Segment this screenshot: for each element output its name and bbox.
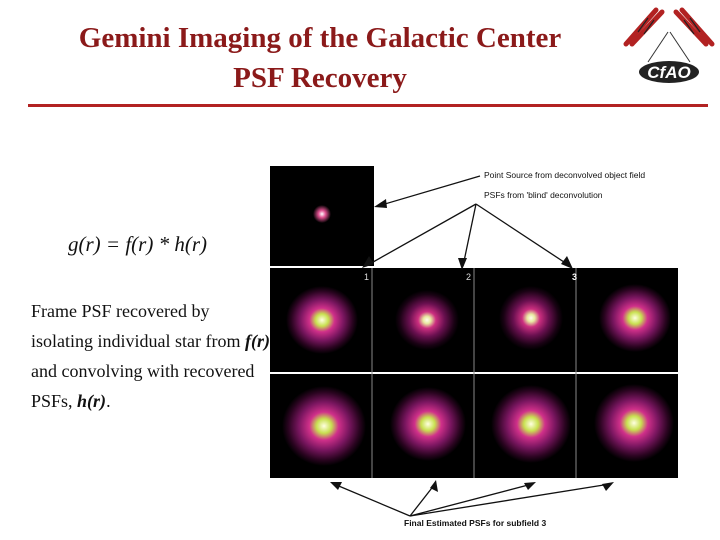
point-source-star xyxy=(313,205,331,223)
equation: g(r) = f(r) * h(r) xyxy=(68,232,207,256)
slide-title-line1: Gemini Imaging of the Galactic Center xyxy=(78,22,562,54)
text-end: . xyxy=(106,391,111,411)
label-point-source: Point Source from deconvolved object fie… xyxy=(484,170,645,180)
panel-number-2: 2 xyxy=(466,272,471,282)
panel-number-3: 3 xyxy=(572,272,577,282)
logo-text: CfAO xyxy=(647,63,690,82)
label-psfs-blind: PSFs from 'blind' deconvolution xyxy=(484,190,603,200)
text-part2: and convolving with recovered PSFs, xyxy=(31,361,255,411)
psf-2-1 xyxy=(282,386,366,466)
psf-2-3 xyxy=(491,385,571,463)
psf-1-2 xyxy=(395,290,459,350)
panel-number-1: 1 xyxy=(364,272,369,282)
psf-1-3 xyxy=(499,286,563,350)
psf-1-1 xyxy=(286,286,358,354)
psf-1-4 xyxy=(599,284,671,352)
psf-figure: 1 2 3 Point Source from deconvolved obje… xyxy=(270,166,678,528)
psf-2-2 xyxy=(390,387,466,461)
description-text: Frame PSF recovered by isolating individ… xyxy=(31,296,271,416)
psf-2-4 xyxy=(594,384,674,462)
text-fr: f(r) xyxy=(244,331,270,351)
cfao-logo: CfAO xyxy=(623,7,715,83)
text-hr: h(r) xyxy=(77,391,107,411)
slide-title-line2: PSF Recovery xyxy=(233,62,407,94)
title-divider xyxy=(28,104,708,107)
label-final-psfs: Final Estimated PSFs for subfield 3 xyxy=(404,518,546,528)
text-part1: Frame PSF recovered by isolating individ… xyxy=(31,301,245,351)
